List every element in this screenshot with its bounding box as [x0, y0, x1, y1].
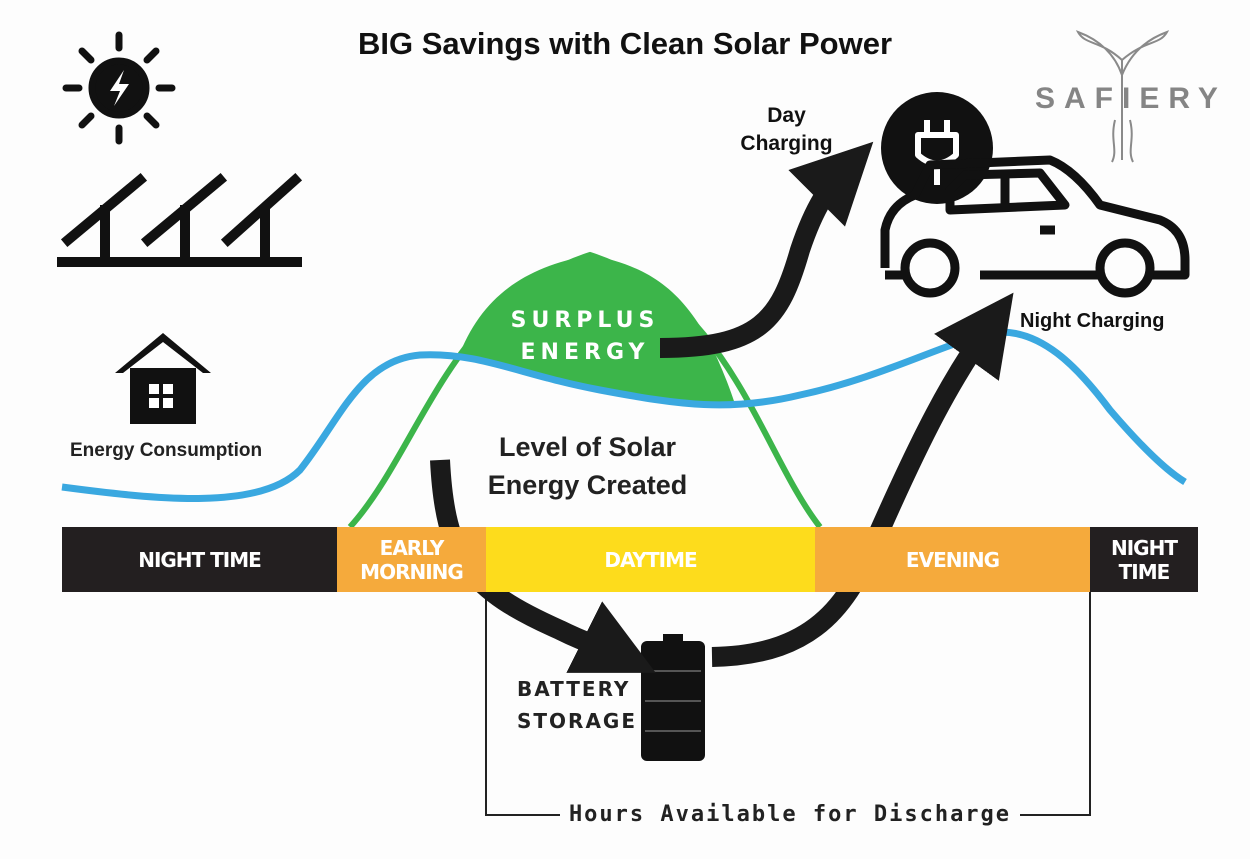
battery-line1: BATTERY — [517, 677, 631, 701]
consumption-curve — [61, 328, 1187, 502]
discharge-bracket — [485, 592, 1091, 816]
timeline-night-time: NIGHT TIME — [62, 527, 337, 592]
battery-storage-label: BATTERY STORAGE — [517, 673, 637, 737]
surplus-area — [458, 255, 735, 405]
day-charging-line2: Charging — [740, 132, 833, 155]
surplus-energy-label: SURPLUS ENERGY — [505, 305, 665, 369]
segment-label: NIGHT TIME — [138, 547, 262, 572]
logo-text: SAFIERY — [1035, 82, 1227, 115]
segment-label: MORNING — [360, 559, 464, 584]
night-charging-arrow — [711, 292, 1014, 667]
day-charging-label: Day Charging — [734, 102, 839, 158]
solar-level-line1: Level of Solar — [498, 432, 677, 462]
timeline-daytime: DAYTIME — [486, 527, 815, 592]
electric-car-icon — [880, 92, 1190, 298]
surplus-line2: ENERGY — [520, 340, 650, 365]
sun-icon — [62, 31, 176, 145]
page-title: BIG Savings with Clean Solar Power — [357, 26, 893, 61]
segment-label: NIGHT — [1111, 535, 1178, 560]
surplus-line1: SURPLUS — [510, 308, 660, 333]
house-icon — [115, 333, 211, 424]
safiery-phoenix-logo — [1075, 30, 1170, 163]
timeline-evening: EVENING — [815, 527, 1090, 592]
night-charging-label: Night Charging — [1020, 310, 1165, 332]
energy-consumption-label: Energy Consumption — [70, 440, 263, 461]
day-charging-arrow — [659, 141, 874, 358]
solar-level-line2: Energy Created — [487, 470, 688, 500]
segment-label: DAYTIME — [604, 547, 697, 572]
solar-panels-icon — [57, 172, 303, 267]
battery-line2: STORAGE — [517, 709, 638, 733]
battery-icon — [641, 634, 705, 761]
day-charging-line1: Day — [767, 104, 806, 127]
solar-level-label: Level of Solar Energy Created — [465, 428, 710, 504]
segment-label: EARLY — [379, 535, 445, 560]
battery-arrow — [430, 459, 656, 673]
segment-label: TIME — [1118, 559, 1171, 584]
discharge-label: Hours Available for Discharge — [568, 802, 1012, 827]
segment-label: EVENING — [905, 547, 1000, 572]
